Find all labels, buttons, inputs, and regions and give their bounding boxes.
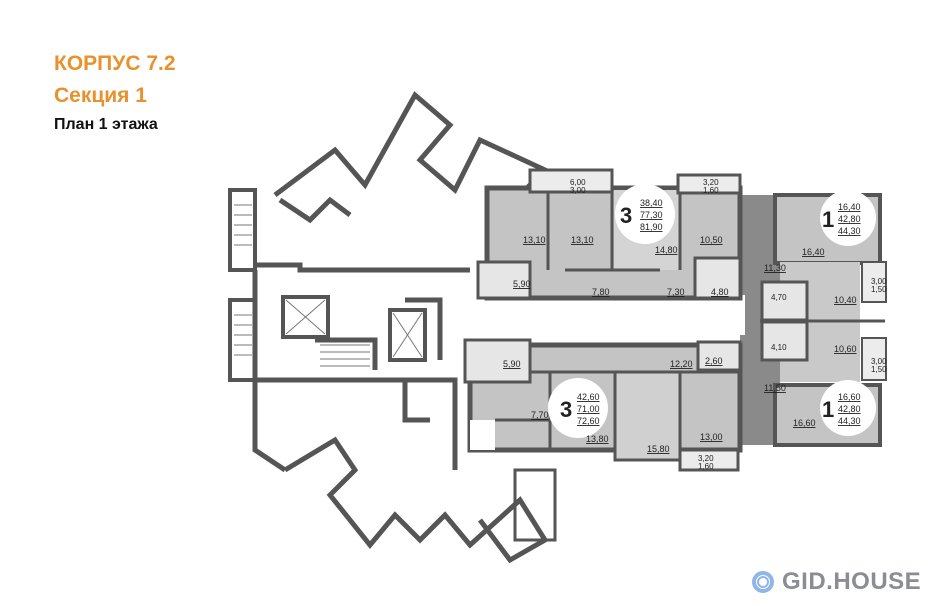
svg-text:4,70: 4,70 xyxy=(771,293,787,302)
common-area-walls xyxy=(228,91,557,564)
svg-text:15,80: 15,80 xyxy=(647,444,670,454)
svg-text:3,20: 3,20 xyxy=(698,454,714,463)
section-title: Секция 1 xyxy=(54,84,147,107)
apartment-badge-right-bottom: 1 16,60 42,80 44,30 xyxy=(820,380,876,436)
svg-text:10,60: 10,60 xyxy=(834,344,857,354)
svg-text:12,20: 12,20 xyxy=(670,359,693,369)
svg-text:16,40: 16,40 xyxy=(838,202,861,212)
apartment-badge-top-3room: 3 38,40 77,30 81,90 xyxy=(615,184,675,244)
svg-text:16,40: 16,40 xyxy=(802,247,825,257)
svg-text:11,50: 11,50 xyxy=(764,383,786,393)
svg-text:14,80: 14,80 xyxy=(655,245,678,255)
svg-text:5,90: 5,90 xyxy=(513,279,531,289)
svg-text:3,20: 3,20 xyxy=(703,178,719,187)
svg-text:1: 1 xyxy=(822,397,834,422)
svg-text:13,10: 13,10 xyxy=(523,235,546,245)
svg-text:3: 3 xyxy=(620,203,632,228)
svg-text:4,80: 4,80 xyxy=(711,287,729,297)
concentric-circles-icon xyxy=(752,571,774,593)
svg-text:1: 1 xyxy=(822,207,834,232)
svg-text:3: 3 xyxy=(560,397,572,422)
svg-text:6,00: 6,00 xyxy=(570,178,586,187)
svg-text:3,00: 3,00 xyxy=(570,186,586,195)
svg-text:42,80: 42,80 xyxy=(838,214,861,224)
svg-text:77,30: 77,30 xyxy=(640,210,663,220)
building-title: КОРПУС 7.2 xyxy=(54,52,176,75)
floor-plan-title: План 1 этажа xyxy=(54,116,158,133)
apartment-right-1room-bottom[interactable] xyxy=(760,319,887,447)
svg-text:11,30: 11,30 xyxy=(764,263,786,273)
svg-text:5,90: 5,90 xyxy=(503,359,521,369)
room-labels-bottom-3room: 5,90 7,70 13,80 15,80 13,00 12,20 2,60 3… xyxy=(503,356,723,471)
svg-text:38,40: 38,40 xyxy=(640,198,663,208)
svg-text:13,80: 13,80 xyxy=(586,434,609,444)
svg-text:42,80: 42,80 xyxy=(838,404,861,414)
svg-text:72,60: 72,60 xyxy=(577,416,600,426)
room-labels-top-3room: 13,10 13,10 14,80 10,50 5,90 7,80 7,30 4… xyxy=(513,178,729,297)
svg-text:3,00: 3,00 xyxy=(871,277,887,286)
svg-text:1,60: 1,60 xyxy=(698,462,714,471)
svg-text:44,30: 44,30 xyxy=(838,416,861,426)
stair-hall xyxy=(475,295,745,335)
room-labels-right-1room: 16,40 11,30 4,70 10,40 3,00 1,50 16,60 1… xyxy=(764,247,887,428)
svg-text:44,30: 44,30 xyxy=(838,226,861,236)
svg-text:10,40: 10,40 xyxy=(834,295,857,305)
apartment-badge-right-top: 1 16,40 42,80 44,30 xyxy=(820,190,876,246)
svg-text:4,10: 4,10 xyxy=(771,343,787,352)
svg-text:42,60: 42,60 xyxy=(577,392,600,402)
svg-text:16,60: 16,60 xyxy=(793,418,816,428)
gid-house-logo: GID.HOUSE xyxy=(752,568,921,596)
svg-text:2,60: 2,60 xyxy=(705,356,723,366)
svg-text:71,00: 71,00 xyxy=(577,404,600,414)
svg-text:10,50: 10,50 xyxy=(700,235,723,245)
apartment-top-3room[interactable] xyxy=(476,168,743,301)
svg-text:7,70: 7,70 xyxy=(531,410,549,420)
svg-text:7,30: 7,30 xyxy=(667,287,685,297)
svg-text:81,90: 81,90 xyxy=(640,222,663,232)
svg-text:13,10: 13,10 xyxy=(571,235,594,245)
svg-text:7,80: 7,80 xyxy=(592,287,610,297)
apartment-badge-bottom-3room: 3 42,60 71,00 72,60 xyxy=(548,378,608,438)
svg-text:1,60: 1,60 xyxy=(703,186,719,195)
svg-text:16,60: 16,60 xyxy=(838,392,861,402)
svg-text:1,50: 1,50 xyxy=(871,285,887,294)
logo-text: GID.HOUSE xyxy=(782,568,922,595)
svg-text:1,50: 1,50 xyxy=(871,365,887,374)
svg-text:3,00: 3,00 xyxy=(871,357,887,366)
stair-hatching xyxy=(234,204,423,367)
svg-text:13,00: 13,00 xyxy=(700,432,723,442)
